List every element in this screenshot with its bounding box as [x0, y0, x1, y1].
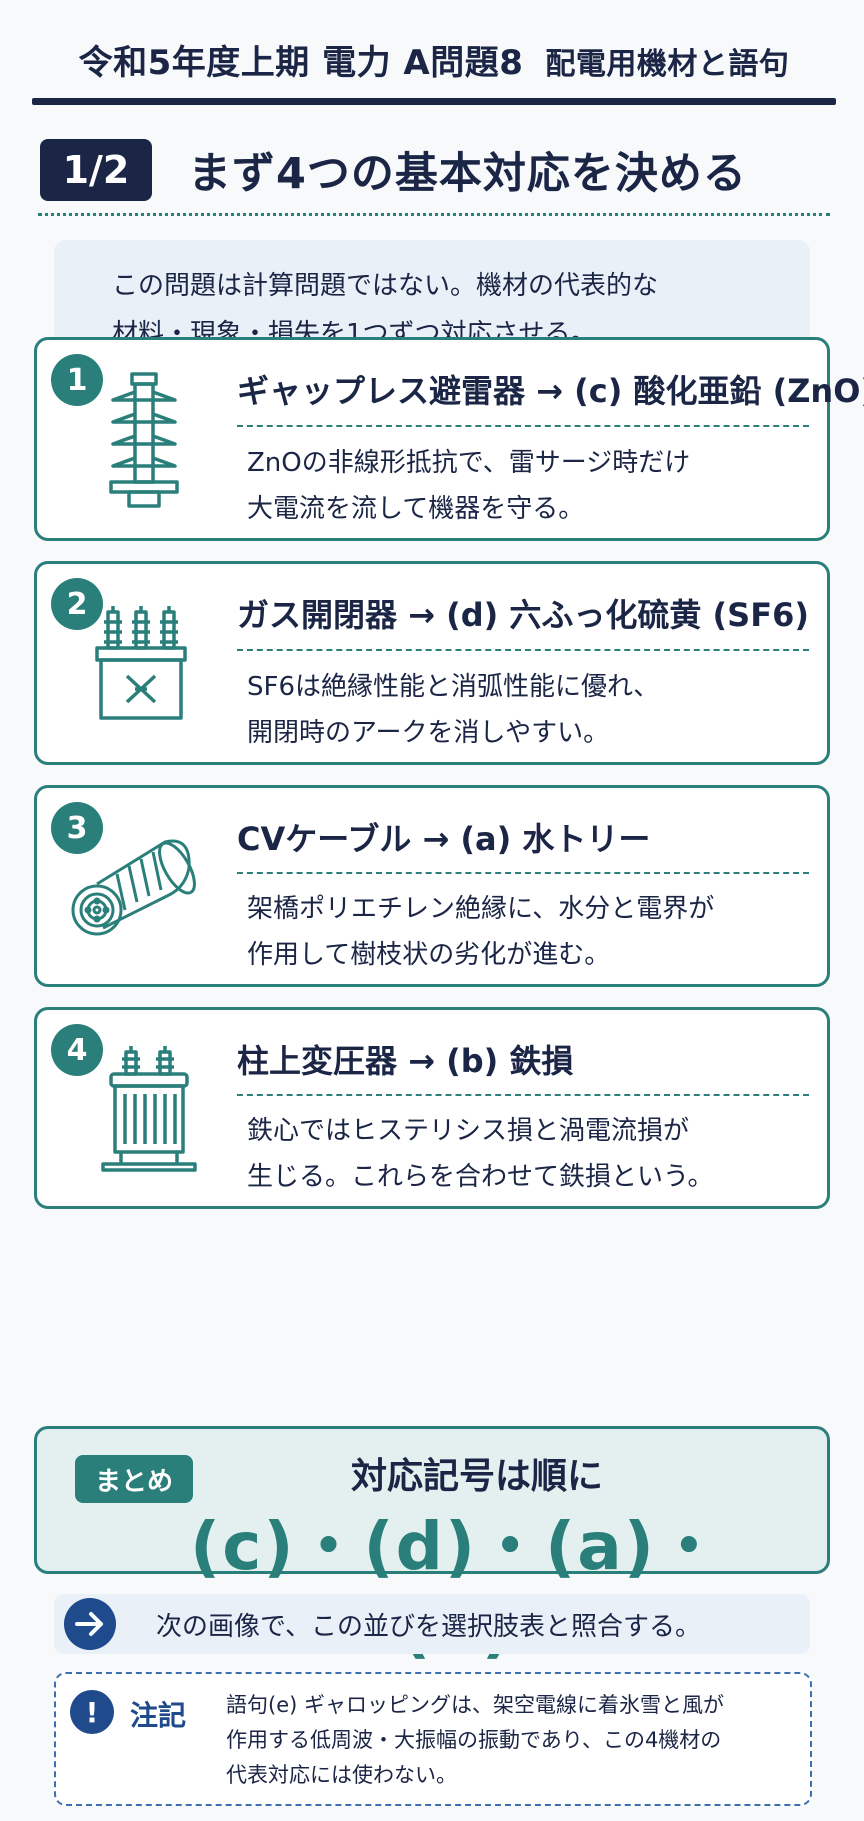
card-number: 4: [51, 1024, 103, 1076]
page-header: 令和5年度上期 電力 A問題8 配電用機材と語句: [32, 28, 836, 90]
arrow-right-icon: [64, 1598, 116, 1650]
card-body: ZnOの非線形抵抗で、雷サージ時だけ 大電流を流して機器を守る。: [247, 440, 690, 532]
arrester-icon: [109, 372, 179, 508]
card-number: 2: [51, 578, 103, 630]
next-step-text: 次の画像で、この並びを選択肢表と照合する。: [156, 1611, 701, 1642]
note-box: ! 注記 語句(e) ギャロッピングは、架空電線に着氷雪と風が 作用する低周波・…: [54, 1672, 812, 1806]
cable-icon: [71, 839, 196, 936]
card-cv-cable: 3 CVケーブル → (a) 水トリー 架橋ポリエチレン絶縁に、水分と電界が 作…: [34, 785, 830, 987]
card-arrester: 1 ギャップレス避雷器 → (c) 酸化亜鉛 (ZnO) ZnOの非線形抵抗で、…: [34, 337, 864, 541]
step-heading: 1/2 まず4つの基本対応を決める: [40, 138, 836, 202]
card-heading: ギャップレス避雷器 → (c) 酸化亜鉛 (ZnO): [237, 372, 864, 410]
card-heading: CVケーブル → (a) 水トリー: [237, 820, 651, 858]
card-number: 1: [51, 354, 103, 406]
card-body-line-2: 開閉時のアークを消しやすい。: [247, 718, 610, 748]
note-line-3: 代表対応には使わない。: [226, 1763, 457, 1787]
page-title-sub: 配電用機材と語句: [545, 46, 790, 82]
note-line-2: 作用する低周波・大振幅の振動であり、この4機材の: [226, 1728, 722, 1752]
transformer-icon: [101, 1046, 197, 1172]
step-divider: [38, 213, 830, 216]
page-title-main: 令和5年度上期 電力 A問題8: [78, 42, 524, 83]
card-heading: 柱上変圧器 → (b) 鉄損: [237, 1042, 574, 1080]
page-title: 令和5年度上期 電力 A問題8 配電用機材と語句: [79, 35, 790, 84]
card-body-line-2: 作用して樹枝状の劣化が進む。: [247, 940, 611, 970]
card-body-line-1: 架橋ポリエチレン絶縁に、水分と電界が: [247, 894, 715, 924]
step-badge: 1/2: [40, 139, 152, 201]
card-heading: ガス開閉器 → (d) 六ふっ化硫黄 (SF6): [237, 596, 809, 634]
card-body-line-1: SF6は絶縁性能と消弧性能に優れ、: [247, 672, 660, 702]
intro-line-1: この問題は計算問題ではない。機材の代表的な: [112, 271, 659, 301]
card-number: 3: [51, 802, 103, 854]
gas-switch-icon: [95, 606, 187, 720]
summary-box: まとめ 対応記号は順に (c)・(d)・(a)・(b): [34, 1426, 830, 1666]
card-divider: [237, 1094, 809, 1096]
note-body: 語句(e) ギャロッピングは、架空電線に着氷雪と風が 作用する低周波・大振幅の振…: [226, 1688, 796, 1793]
card-divider: [237, 872, 809, 874]
card-body: 架橋ポリエチレン絶縁に、水分と電界が 作用して樹枝状の劣化が進む。: [247, 886, 714, 978]
exclamation-icon: !: [70, 1690, 114, 1734]
card-divider: [237, 425, 809, 427]
card-body-line-1: ZnOの非線形抵抗で、雷サージ時だけ: [247, 448, 691, 478]
card-body: SF6は絶縁性能と消弧性能に優れ、 開閉時のアークを消しやすい。: [247, 664, 659, 756]
note-label: 注記: [130, 1699, 187, 1732]
note-line-1: 語句(e) ギャロッピングは、架空電線に着氷雪と風が: [226, 1693, 724, 1717]
card-body-line-2: 生じる。これらを合わせて鉄損という。: [247, 1162, 714, 1192]
next-step-banner: 次の画像で、この並びを選択肢表と照合する。: [54, 1594, 810, 1654]
card-pole-transformer: 4 柱上変圧器 → (b) 鉄損: [34, 1007, 830, 1209]
header-divider: [32, 98, 836, 105]
step-title: まず4つの基本対応を決める: [188, 149, 747, 199]
card-body-line-1: 鉄心ではヒステリシス損と渦電流損が: [247, 1116, 690, 1146]
card-body-line-2: 大電流を流して機器を守る。: [247, 494, 585, 524]
summary-lead: 対応記号は順に: [350, 1456, 603, 1497]
card-gas-switch: 2 ガス開閉器 → (d) 六ふっ化硫黄 (SF: [34, 561, 830, 765]
card-divider: [237, 649, 809, 651]
summary-tag: まとめ: [75, 1455, 193, 1503]
card-body: 鉄心ではヒステリシス損と渦電流損が 生じる。これらを合わせて鉄損という。: [247, 1108, 713, 1200]
